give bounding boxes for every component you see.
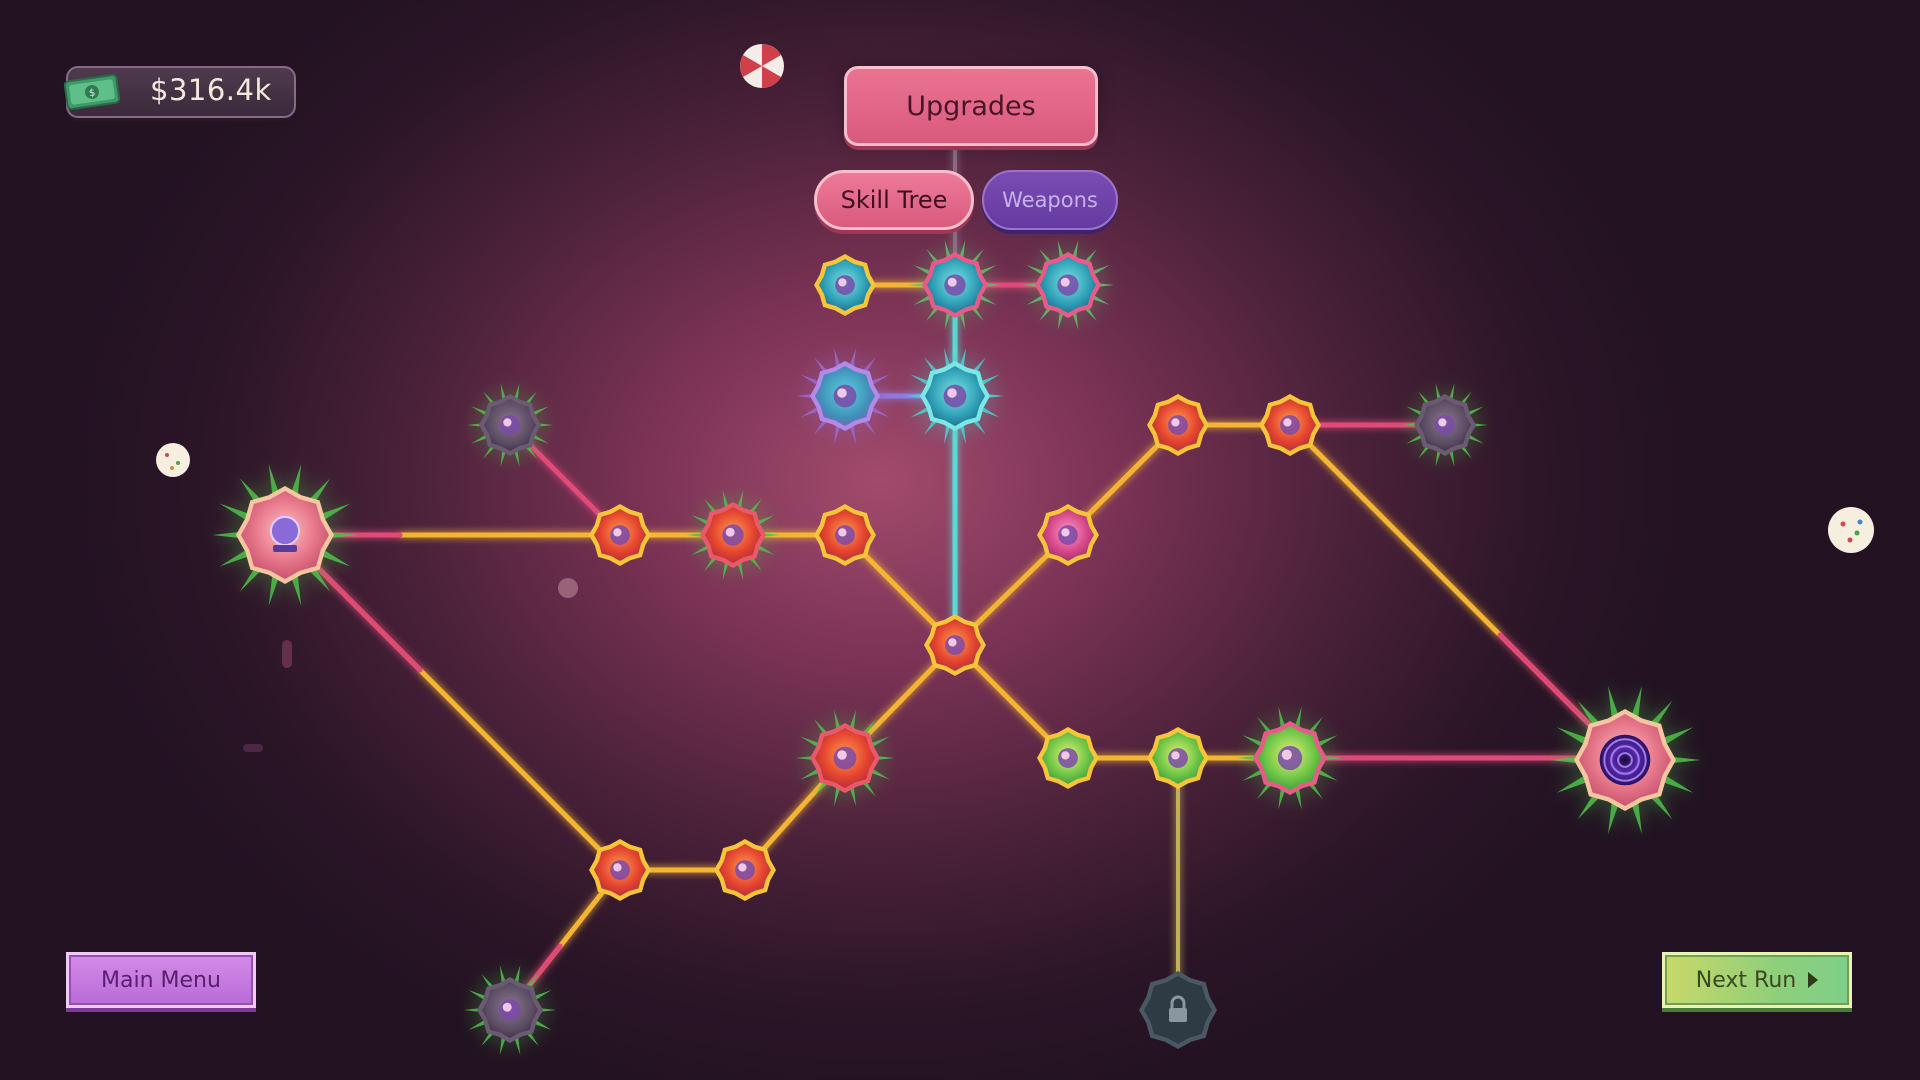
skill-node-left-1[interactable] xyxy=(589,504,651,566)
crab-icon xyxy=(833,384,857,408)
wagon-icon xyxy=(1435,415,1455,435)
tower-icon xyxy=(610,525,630,545)
watch-icon xyxy=(1277,745,1303,771)
skill-node-center-hub[interactable] xyxy=(924,614,986,676)
skill-node-right-3[interactable] xyxy=(1259,394,1321,456)
skill-node-lower-right-3[interactable] xyxy=(1237,706,1343,810)
skill-node-left-3[interactable] xyxy=(814,504,876,566)
decor-sprinkle-ball-right xyxy=(1828,507,1874,553)
crystal-ball-icon xyxy=(269,515,301,552)
next-run-button[interactable]: Next Run xyxy=(1662,952,1852,1008)
main-menu-button[interactable]: Main Menu xyxy=(66,952,256,1008)
skill-node-upper-center-teal[interactable] xyxy=(905,347,1005,445)
lock-icon xyxy=(1169,995,1187,1022)
house-icon xyxy=(722,524,744,546)
skill-node-top-left-1[interactable] xyxy=(814,254,876,316)
decor-peppermint-candy xyxy=(740,44,784,88)
svg-text:$: $ xyxy=(88,88,96,100)
skill-node-lower-left-1[interactable] xyxy=(795,709,895,807)
potion-icon xyxy=(1168,415,1188,435)
orb-icon xyxy=(1280,415,1300,435)
skill-node-right-gray[interactable] xyxy=(1402,383,1488,467)
upgrades-title: Upgrades xyxy=(844,66,1098,146)
cannon-icon xyxy=(835,275,855,295)
cash-bill-icon: $ xyxy=(63,74,121,110)
shield-icon xyxy=(1168,748,1188,768)
main-menu-label: Main Menu xyxy=(101,967,221,993)
skill-node-top-right-1[interactable] xyxy=(1021,240,1115,330)
skill-node-top-center[interactable] xyxy=(908,240,1002,330)
decor-sprinkle-ball-left xyxy=(156,443,190,477)
donut-icon xyxy=(499,999,521,1021)
eye-icon xyxy=(610,860,630,880)
clock-icon xyxy=(1058,748,1078,768)
skill-node-upper-left-purple[interactable] xyxy=(795,347,895,445)
skill-node-lower-right-2[interactable] xyxy=(1147,727,1209,789)
skill-node-right-2[interactable] xyxy=(1147,394,1209,456)
arrow-icon xyxy=(1057,274,1079,296)
castle-icon xyxy=(945,635,965,655)
skill-node-bottom-left-gray[interactable] xyxy=(463,965,557,1055)
next-run-label: Next Run xyxy=(1695,967,1797,993)
cone-icon xyxy=(735,860,755,880)
portal-icon xyxy=(1599,734,1651,786)
play-arrow-icon xyxy=(1808,972,1819,988)
skill-node-left-2[interactable] xyxy=(686,490,780,580)
skill-node-left-locked-gray[interactable] xyxy=(467,383,553,467)
flower-icon xyxy=(833,746,857,770)
graph-icon xyxy=(500,415,520,435)
decor-lollipop xyxy=(243,578,578,752)
currency-display: $ $316.4k xyxy=(63,66,296,118)
skill-node-lower-left-2[interactable] xyxy=(714,839,776,901)
skill-node-right-big-portal[interactable] xyxy=(1549,686,1701,834)
gem-icon xyxy=(1058,525,1078,545)
boot-icon xyxy=(943,384,967,408)
skill-node-bottom-locked[interactable] xyxy=(1139,971,1217,1049)
currency-value: $316.4k xyxy=(150,73,272,107)
tab-skill-tree[interactable]: Skill Tree xyxy=(814,170,974,230)
map-icon xyxy=(835,525,855,545)
tab-weapons[interactable]: Weapons xyxy=(982,170,1118,230)
skill-node-left-big-star[interactable] xyxy=(212,464,358,606)
skill-node-right-1[interactable] xyxy=(1037,504,1099,566)
skill-node-lower-right-1[interactable] xyxy=(1037,727,1099,789)
skill-node-lower-left-3[interactable] xyxy=(589,839,651,901)
hammer-icon xyxy=(944,274,966,296)
